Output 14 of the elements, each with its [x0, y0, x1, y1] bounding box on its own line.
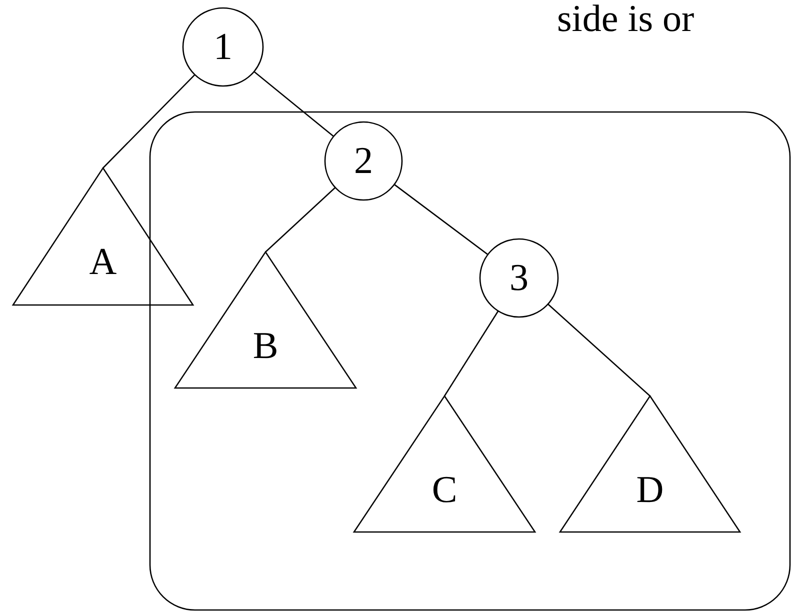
- tree-edge: [444, 310, 499, 396]
- subtree-label: C: [430, 470, 458, 509]
- tree-edge: [254, 71, 334, 137]
- node-number: 1: [212, 28, 234, 66]
- heading-text: side is or: [557, 0, 694, 40]
- node-number: 3: [508, 259, 530, 297]
- tree-edge: [394, 184, 488, 256]
- subtree-label: A: [88, 243, 118, 282]
- node-number: 2: [353, 142, 374, 180]
- tree-edge: [102, 74, 196, 168]
- subtree-label: B: [252, 326, 280, 365]
- tree-edge: [548, 304, 650, 396]
- tree-edge: [265, 187, 336, 252]
- subtree-label: D: [635, 470, 665, 509]
